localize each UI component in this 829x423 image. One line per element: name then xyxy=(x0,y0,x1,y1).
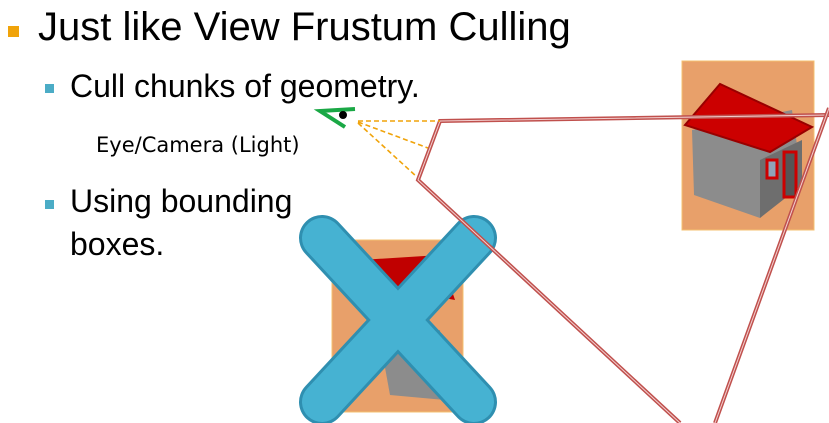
bullet-bounding-line1: Using bounding xyxy=(70,183,293,219)
bullet-bounding-line2: boxes. xyxy=(70,226,165,262)
eye-camera-label: Eye/Camera (Light) xyxy=(96,133,300,157)
frustum-outline xyxy=(415,107,829,423)
visible-house-image xyxy=(681,60,815,231)
sub-bullet xyxy=(45,200,54,209)
bullet-cull-chunks: Cull chunks of geometry. xyxy=(70,68,420,104)
sub-bullet xyxy=(45,84,54,93)
cross-icon xyxy=(299,215,497,423)
eye-icon xyxy=(313,107,356,129)
light-rays xyxy=(357,120,440,178)
title-bullet xyxy=(8,26,19,37)
slide-title: Just like View Frustum Culling xyxy=(38,5,571,49)
